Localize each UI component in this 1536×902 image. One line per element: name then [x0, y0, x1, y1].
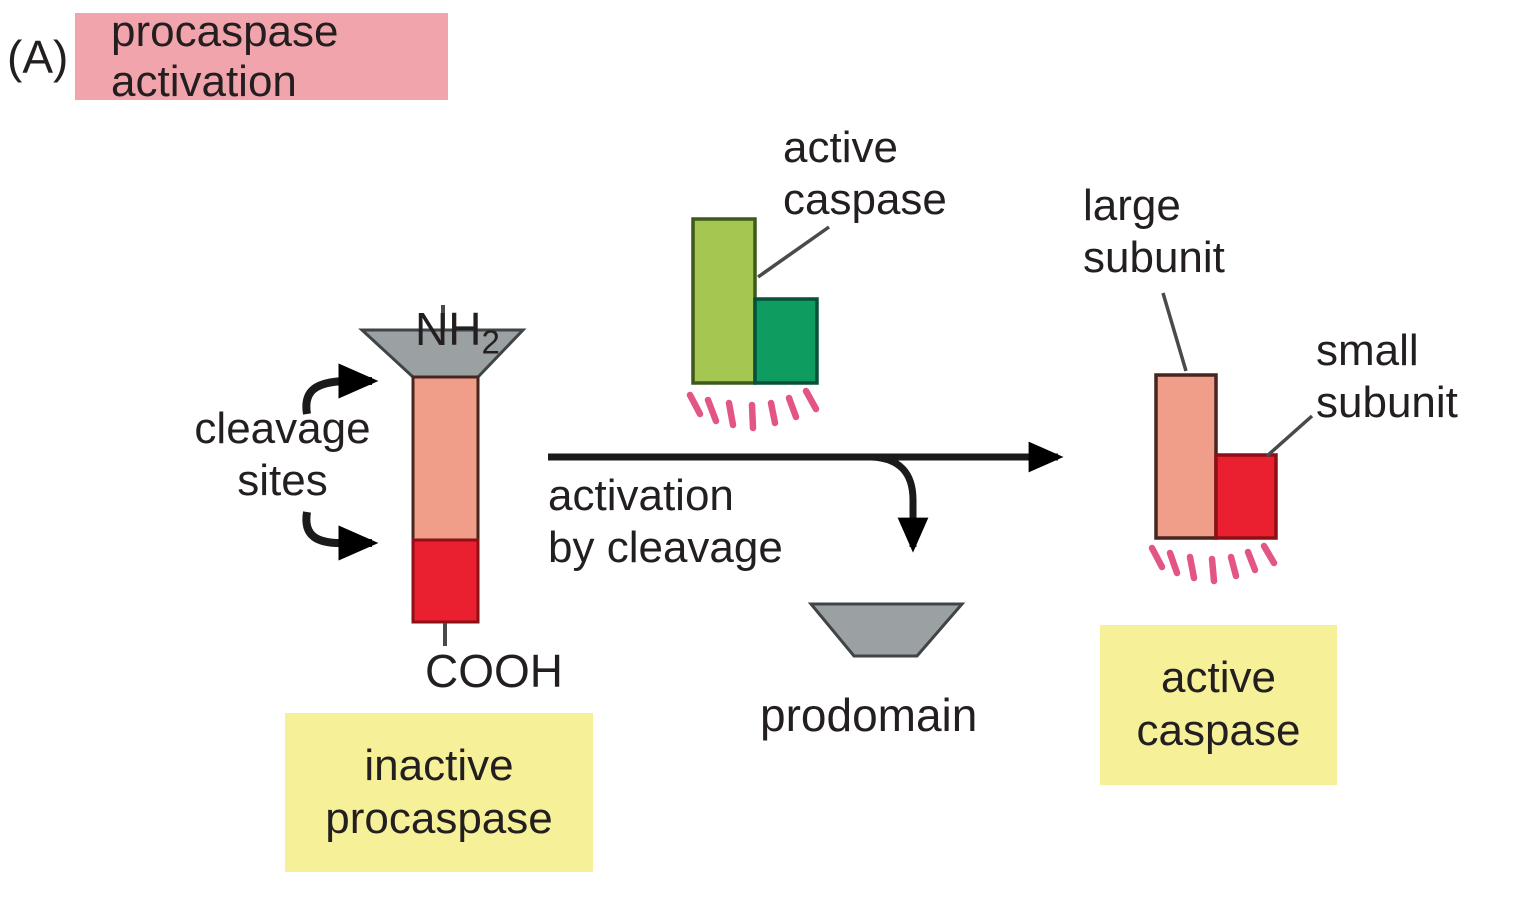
- large-subunit-pointer-line: [1161, 292, 1188, 372]
- product-large-subunit-bar: [1154, 373, 1218, 540]
- prodomain-branch-arrow: [871, 453, 929, 553]
- cleavage-site-arrow-upper: [302, 363, 379, 415]
- procaspase-small-segment: [411, 538, 480, 624]
- cleavage-sites-label: cleavage sites: [194, 404, 371, 505]
- procaspase-large-segment: [411, 375, 480, 542]
- reaction-label: activation by cleavage: [548, 471, 783, 572]
- diagram-title-box: procaspase activation: [75, 7, 448, 106]
- enzyme-label-pointer-line: [756, 225, 831, 279]
- enzyme-small-bar: [753, 297, 819, 385]
- cleavage-site-arrow-lower: [302, 511, 379, 561]
- small-subunit-pointer-line: [1265, 414, 1314, 458]
- active-caspase-enzyme-label: active caspase: [783, 123, 947, 224]
- released-prodomain-shape: [807, 602, 966, 658]
- small-subunit-label: small subunit: [1316, 326, 1458, 427]
- enzyme-large-bar: [691, 217, 757, 385]
- prodomain-label: prodomain: [760, 689, 978, 741]
- panel-label: (A): [7, 31, 69, 83]
- inactive-procaspase-caption: inactive procaspase: [285, 713, 593, 872]
- nh2-label: NH2: [415, 303, 500, 362]
- active-caspase-caption: active caspase: [1100, 625, 1337, 785]
- cooh-label: COOH: [425, 645, 563, 697]
- product-small-subunit-bar: [1214, 453, 1278, 540]
- diagram-title: procaspase activation: [111, 6, 339, 106]
- enzyme-activity-rays: [686, 387, 820, 432]
- product-activity-rays: [1148, 542, 1278, 585]
- large-subunit-label: large subunit: [1083, 181, 1225, 282]
